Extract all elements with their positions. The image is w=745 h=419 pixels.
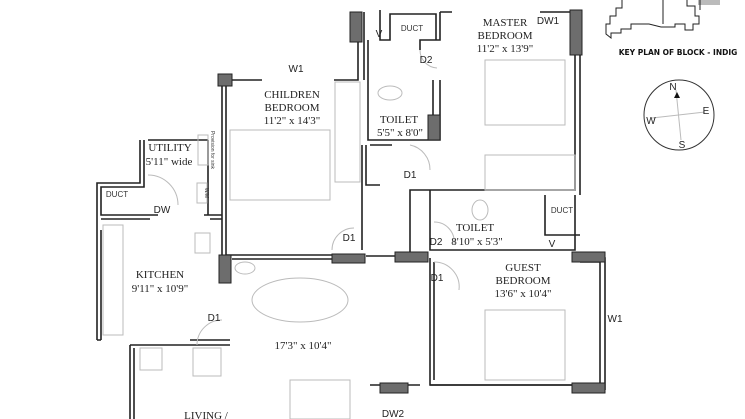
dw1-label: DW1 [537, 16, 560, 27]
compass-icon [643, 79, 715, 151]
d2-toilet-label: D2 [430, 237, 443, 248]
d1-guest-label: D1 [431, 273, 444, 284]
washing-machine-label: W/M [203, 188, 209, 198]
v-master-label: V [376, 29, 383, 40]
d1-children-label: D1 [343, 233, 356, 244]
guest-bedroom-name-2: BEDROOM [495, 275, 550, 287]
master-bedroom-size: 11'2" x 13'9" [477, 43, 534, 55]
children-bedroom-name-2: BEDROOM [264, 102, 319, 114]
kitchen-size: 9'11" x 10'9" [132, 283, 189, 295]
children-bedroom-size: 11'2" x 14'3" [264, 115, 321, 127]
compass-n: N [669, 82, 676, 93]
compass-e: E [703, 106, 710, 117]
duct-utility-label: DUCT [106, 190, 128, 199]
d2-master-label: D2 [420, 55, 433, 66]
master-bedroom-name-1: MASTER [483, 17, 528, 29]
dw2-label: DW2 [382, 409, 405, 419]
duct-toilet-label: DUCT [551, 206, 573, 215]
w1-guest-label: W1 [608, 314, 623, 325]
toilet-common-name: TOILET [456, 222, 495, 234]
guest-bedroom-size: 13'6" x 10'4" [495, 288, 552, 300]
d1-kitchen-label: D1 [208, 313, 221, 324]
kitchen-name: KITCHEN [136, 269, 184, 281]
toilet-common-size: 8'10" x 5'3" [451, 236, 502, 248]
utility-size: 5'11" wide [146, 156, 193, 168]
utility-name: UTILITY [148, 142, 191, 154]
key-plan-map [605, 0, 720, 40]
structural-columns [217, 9, 606, 394]
toilet-master-size: 5'5" x 8'0" [377, 127, 423, 139]
master-bedroom-name-2: BEDROOM [477, 30, 532, 42]
living-name: LIVING / [184, 410, 229, 419]
provision-sink-label: Provision for sink [209, 131, 215, 170]
children-bedroom-name-1: CHILDREN [264, 89, 320, 101]
key-plan-title: KEY PLAN OF BLOCK - INDIG [619, 48, 738, 57]
d1-master-label: D1 [404, 170, 417, 181]
compass-w: W [646, 116, 656, 127]
walls [96, 10, 606, 419]
dw-label: DW [154, 205, 171, 216]
dining-size: 17'3" x 10'4" [275, 340, 332, 352]
toilet-master-name: TOILET [380, 114, 419, 126]
door-swings [147, 49, 460, 346]
v-toilet-label: V [549, 239, 556, 250]
w1-children-label: W1 [289, 64, 304, 75]
furniture [102, 59, 576, 419]
duct-master-label: DUCT [401, 24, 423, 33]
compass-s: S [679, 140, 686, 151]
guest-bedroom-name-1: GUEST [505, 262, 541, 274]
